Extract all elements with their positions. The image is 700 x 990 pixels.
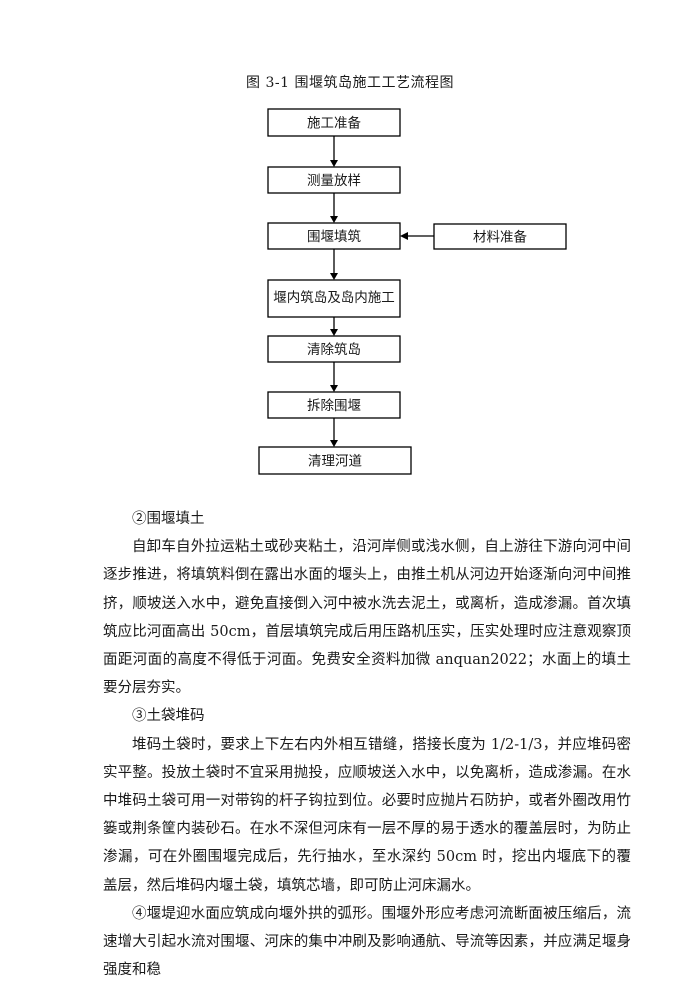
flow-node-label: 拆除围堰 — [307, 398, 361, 414]
flow-arrow — [330, 193, 338, 223]
closing-paragraph: ④堰堤迎水面应筑成向堰外拱的弧形。围堰外形应考虑河流断面被压缩后，流速增大引起水… — [103, 905, 631, 979]
section-heading-sandbag: ③土袋堆码 — [132, 708, 205, 725]
section-paragraph-fill: 自卸车自外拉运粘土或砂夹粘土，沿河岸侧或浅水侧，自上游往下游向河中间逐步推进，将… — [103, 539, 631, 697]
flow-arrow — [330, 362, 338, 392]
flow-arrow — [330, 418, 338, 447]
flow-node-prep: 施工准备 — [267, 108, 401, 137]
body-text: ②围堰填土 自卸车自外拉运粘土或砂夹粘土，沿河岸侧或浅水侧，自上游往下游向河中间… — [103, 505, 631, 984]
flow-node-materials: 材料准备 — [433, 223, 567, 250]
flow-arrow — [330, 249, 338, 280]
section-paragraph-sandbag: 堆码土袋时，要求上下左右内外相互错缝，搭接长度为 1/2-1/3，并应堆码密实平… — [103, 736, 631, 894]
section-heading-fill: ②围堰填土 — [132, 511, 205, 527]
flow-node-label: 清理河道 — [308, 454, 362, 470]
flow-node-cofferdam-fill: 围堰填筑 — [267, 222, 401, 250]
process-flowchart: 施工准备 测量放样 围堰填筑 堰内筑岛及岛内施工 清除筑岛 拆除围堰 清理河道 … — [258, 108, 567, 475]
flow-node-survey: 测量放样 — [267, 166, 401, 194]
flow-arrow — [330, 317, 338, 336]
flow-node-label: 围堰填筑 — [307, 229, 361, 245]
flow-node-label: 堰内筑岛及岛内施工 — [273, 290, 395, 306]
flow-arrow-side — [400, 232, 434, 240]
flow-node-label: 清除筑岛 — [307, 342, 361, 358]
flow-node-label: 施工准备 — [307, 115, 361, 132]
flow-node-remove-cofferdam: 拆除围堰 — [267, 391, 401, 419]
flow-node-clear-river: 清理河道 — [258, 446, 412, 475]
flow-node-label: 材料准备 — [473, 229, 527, 246]
figure-caption: 图 3-1 围堰筑岛施工工艺流程图 — [246, 75, 454, 91]
flow-arrow — [330, 136, 338, 167]
flow-node-island-build: 堰内筑岛及岛内施工 — [267, 279, 401, 318]
flow-node-label: 测量放样 — [307, 173, 361, 189]
flow-node-remove-island: 清除筑岛 — [267, 335, 401, 363]
